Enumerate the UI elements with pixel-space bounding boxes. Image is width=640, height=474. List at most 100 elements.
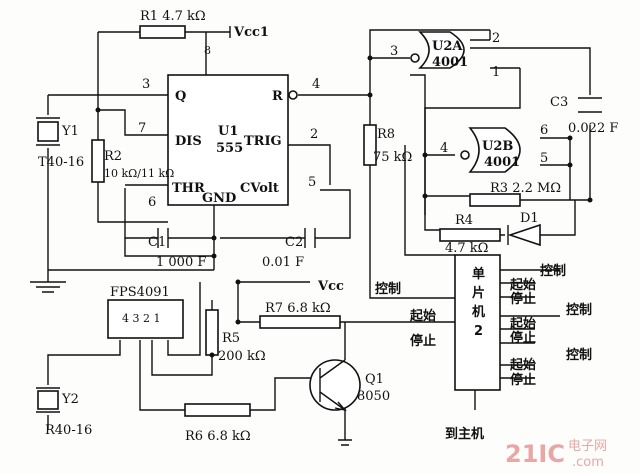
y1-label: Y1 [61, 124, 79, 139]
c1-label: C1 [148, 235, 166, 250]
out1-start: 起始 [509, 277, 536, 293]
q1-label: Q1 [365, 372, 384, 387]
vcc1-label: Vcc1 [233, 25, 269, 40]
r8-resistor [363, 124, 377, 166]
u2b-name: U2B [482, 139, 513, 154]
c2-capacitor [304, 228, 316, 248]
u1-name: U1 [218, 124, 238, 139]
u2b-pin4: 4 [440, 141, 448, 156]
u1-pin-r: R [272, 89, 283, 104]
r1-resistor [139, 25, 186, 39]
u1-pin-dis: DIS [175, 134, 202, 149]
out2-control: 控制 [566, 302, 592, 318]
u2a-part: 4001 [432, 55, 468, 70]
r4-label: R4 [455, 213, 473, 228]
out1-control: 控制 [540, 263, 566, 279]
fps4091-pins: 4 3 2 1 [122, 312, 160, 325]
r8-value: 75 kΩ [373, 150, 412, 165]
pin2-label: 2 [310, 127, 318, 142]
u2b-pin6: 6 [540, 123, 548, 138]
out2-stop: 停止 [510, 330, 536, 346]
out3-stop: 停止 [510, 372, 536, 388]
r7-label: R7 6.8 kΩ [265, 301, 331, 316]
q1-value: 8050 [357, 389, 390, 404]
r3-resistor [469, 193, 521, 207]
c2-label: C2 [285, 235, 303, 250]
r4-value: 4.7 kΩ [445, 241, 488, 256]
mcu-in-control: 控制 [375, 281, 401, 297]
q1-transistor [309, 359, 361, 412]
pin4-label: 4 [312, 77, 320, 92]
d1-label: D1 [520, 211, 539, 226]
out3-start: 起始 [509, 357, 536, 373]
out1-stop: 停止 [510, 291, 536, 307]
r6-label: R6 6.8 kΩ [185, 429, 251, 444]
reset-inverter-bubble [288, 90, 298, 100]
u2a-pin3: 3 [390, 44, 398, 59]
y1-value: T40-16 [38, 155, 84, 170]
watermark-cn: 电子网 [568, 439, 607, 454]
u2a-name: U2A [432, 39, 463, 54]
r5-value: 200 kΩ [218, 349, 266, 364]
pin6-label: 6 [148, 195, 156, 210]
mcu-char1: 单 [472, 266, 485, 282]
y2-crystal [36, 387, 60, 413]
mcu-char2: 片 [472, 285, 485, 301]
pin5-label: 5 [308, 175, 316, 190]
c3-value: 0.022 F [568, 121, 618, 136]
c3-capacitor [578, 97, 602, 113]
r5-label: R5 [222, 331, 240, 346]
y2-label: Y2 [61, 392, 79, 407]
mcu-in-stop: 停止 [410, 333, 436, 349]
junction-dots [95, 55, 593, 358]
u1-pin-cvolt: CVolt [240, 181, 279, 196]
u1-pin-q: Q [175, 89, 186, 104]
r6-resistor [184, 403, 251, 417]
d1-diode [507, 223, 541, 247]
r7-resistor [259, 315, 341, 329]
r4-resistor [439, 228, 501, 242]
r2-resistor [91, 139, 105, 183]
u2b-part: 4001 [484, 155, 520, 170]
mcu-char3: 机 [472, 304, 485, 320]
labels: R1 4.7 kΩ Vcc1 8 3 4 7 2 6 5 Q R DIS U1 … [38, 9, 618, 444]
c3-label: C3 [550, 95, 568, 110]
u1-part: 555 [216, 141, 243, 156]
c1-value: 1 000 F [156, 255, 206, 270]
y1-crystal [36, 117, 60, 146]
r8-label: R8 [377, 127, 395, 142]
out2-start: 起始 [509, 316, 536, 332]
y2-value: R40-16 [45, 423, 92, 438]
out3-control: 控制 [566, 347, 592, 363]
pin3-label: 3 [142, 77, 150, 92]
pin7-label: 7 [138, 121, 146, 136]
u1-555-timer [167, 74, 289, 206]
r1-label: R1 4.7 kΩ [140, 9, 206, 24]
u2a-4001-gate [410, 31, 465, 69]
pin8-label: 8 [204, 44, 211, 57]
fps4091-label: FPS4091 [110, 285, 170, 300]
u2b-4001-gate [460, 127, 521, 173]
r3-label: R3 2.2 MΩ [490, 181, 561, 196]
u1-pin-thr: THR [172, 181, 205, 196]
mcu-num: 2 [474, 324, 483, 339]
vcc-label: Vcc [317, 279, 344, 294]
watermark-domain: .com [572, 455, 604, 470]
c1-capacitor [157, 228, 169, 248]
watermark-logo: 21IC [505, 440, 565, 468]
u2b-pin5: 5 [540, 151, 548, 166]
u2a-pin2: 2 [492, 31, 500, 46]
r2-label: R2 [104, 149, 122, 164]
mcu-2 [454, 254, 501, 391]
watermark: 21IC 电子网 .com [505, 439, 607, 470]
u2a-pin1: 1 [492, 65, 500, 80]
c2-value: 0.01 F [262, 255, 304, 270]
r5-resistor [205, 309, 219, 356]
mcu-in-start: 起始 [409, 308, 436, 324]
r2-value: 10 kΩ/11 kΩ [104, 167, 174, 180]
u1-pin-trig: TRIG [244, 134, 282, 149]
u1-pin-gnd: GND [202, 191, 236, 206]
mcu-to-host: 到主机 [445, 426, 484, 442]
